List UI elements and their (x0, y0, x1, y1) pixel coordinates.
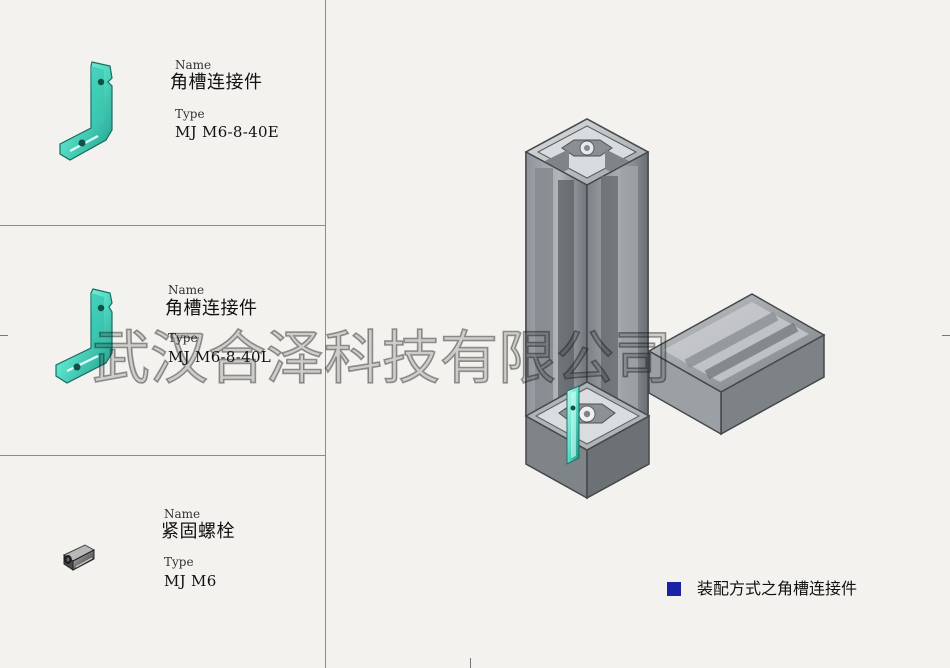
product-type: MJ M6 (164, 572, 217, 590)
product-name: 角槽连接件 (165, 298, 258, 319)
name-label: Name (164, 507, 201, 521)
type-label: Type (175, 107, 205, 121)
legend-marker (667, 582, 681, 596)
horizontal-divider-2 (0, 455, 325, 456)
assembly-illustration (524, 118, 826, 500)
left-registration-mark (0, 335, 8, 336)
angle-connector-icon (55, 288, 113, 384)
assembly-legend: 装配方式之角槽连接件 (667, 580, 857, 598)
bottom-registration-mark (470, 658, 471, 668)
right-registration-mark (942, 335, 950, 336)
product-type: MJ M6-8-40L (168, 348, 272, 366)
product-name: 角槽连接件 (170, 72, 263, 93)
type-label: Type (164, 555, 194, 569)
vertical-divider (325, 0, 326, 668)
product-type: MJ M6-8-40E (175, 123, 280, 141)
product-name: 紧固螺栓 (161, 521, 235, 542)
horizontal-divider-1 (0, 225, 325, 226)
fastening-bolt-icon (62, 544, 96, 571)
item-card-fastening-bolt: Name 紧固螺栓 Type MJ M6 (0, 455, 325, 668)
name-label: Name (175, 58, 212, 72)
item-card-angle-connector-40l: Name 角槽连接件 Type MJ M6-8-40L (0, 225, 325, 455)
angle-connector-icon (59, 61, 113, 161)
item-card-angle-connector-40e: Name 角槽连接件 Type MJ M6-8-40E (0, 0, 325, 225)
legend-label: 装配方式之角槽连接件 (697, 579, 858, 598)
name-label: Name (168, 283, 205, 297)
type-label: Type (168, 331, 198, 345)
